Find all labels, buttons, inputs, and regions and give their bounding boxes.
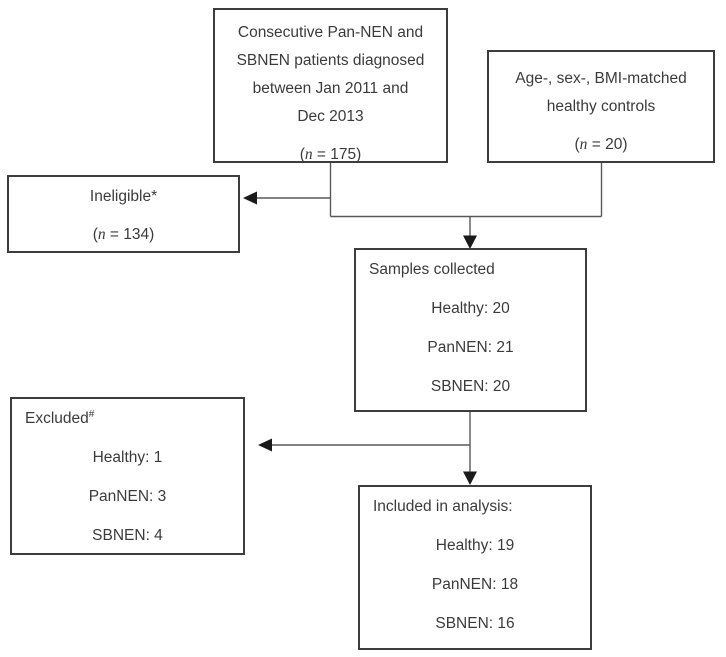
count-pannen: PanNEN: 3	[88, 488, 167, 505]
box-ineligible: Ineligible* (n = 134)	[7, 175, 240, 253]
arrow-to-included	[463, 412, 477, 485]
count-pannen: PanNEN: 18	[431, 576, 519, 593]
box-included-in-analysis: Included in analysis: Healthy: 19 PanNEN…	[358, 485, 592, 650]
box-text-line: healthy controls	[546, 98, 656, 115]
arrow-to-samples	[463, 216, 477, 249]
box-text-line: between Jan 2011 and	[252, 80, 409, 97]
count-healthy: Healthy: 1	[92, 449, 163, 466]
arrow-to-excluded	[258, 438, 470, 452]
box-title: Included in analysis:	[373, 498, 513, 515]
sample-size-label: (n = 134)	[92, 226, 155, 243]
count-pannen: PanNEN: 21	[427, 339, 514, 356]
footnote-marker: #	[88, 408, 95, 420]
count-healthy: Healthy: 19	[435, 537, 515, 554]
box-healthy-controls: Age-, sex-, BMI-matched healthy controls…	[487, 50, 715, 163]
box-text-line: Consecutive Pan-NEN and	[237, 24, 424, 41]
count-sbnen: SBNEN: 16	[435, 615, 515, 632]
box-eligible-patients: Consecutive Pan-NEN and SBNEN patients d…	[213, 8, 448, 163]
sample-size-label: (n = 20)	[574, 136, 628, 153]
box-title: Samples collected	[369, 261, 495, 278]
count-sbnen: SBNEN: 20	[430, 378, 511, 395]
box-text-line: SBNEN patients diagnosed	[236, 52, 425, 69]
arrow-to-ineligible	[243, 191, 331, 205]
box-text-line: Age-, sex-, BMI-matched	[515, 70, 687, 87]
box-excluded: Excluded# Healthy: 1 PanNEN: 3 SBNEN: 4	[10, 397, 245, 555]
box-title: Ineligible*	[89, 188, 158, 205]
box-title: Excluded#	[25, 408, 95, 427]
sample-size-label: (n = 175)	[299, 146, 362, 163]
count-healthy: Healthy: 20	[431, 300, 510, 317]
box-text-line: Dec 2013	[297, 108, 364, 125]
count-sbnen: SBNEN: 4	[92, 527, 163, 544]
box-samples-collected: Samples collected Healthy: 20 PanNEN: 21…	[354, 248, 587, 412]
